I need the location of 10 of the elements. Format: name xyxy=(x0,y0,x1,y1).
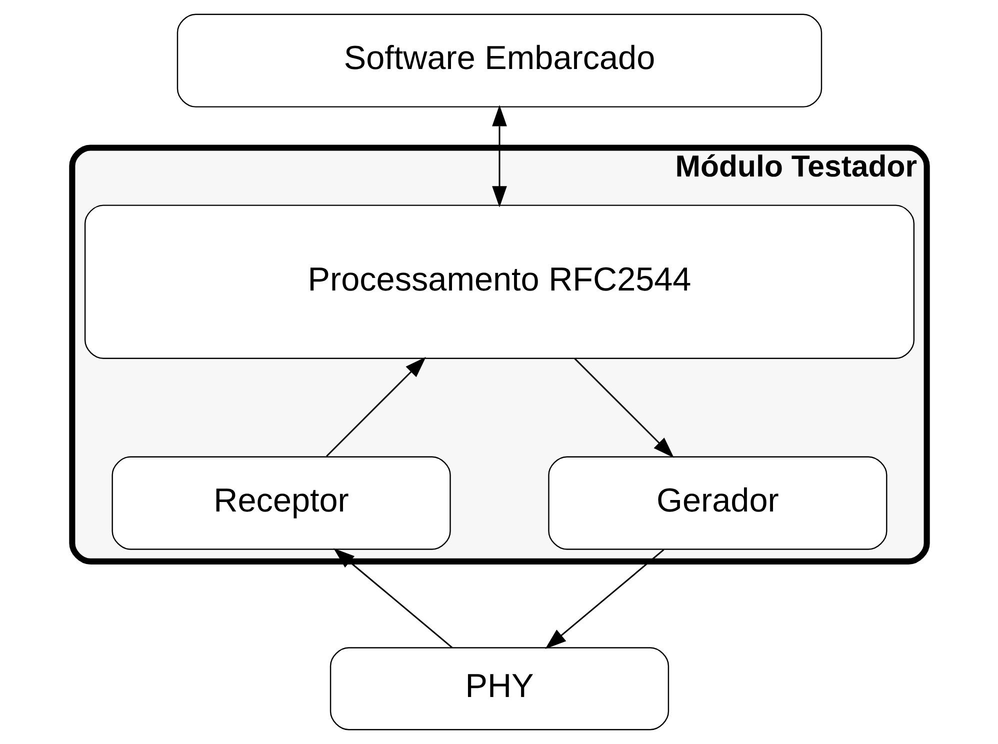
node-box: PHY xyxy=(329,647,669,730)
node-box: Receptor xyxy=(111,456,450,550)
arrow xyxy=(326,356,426,457)
arrow xyxy=(492,105,506,208)
node-box: Processamento RFC2544 xyxy=(84,204,914,359)
node-box: Gerador xyxy=(548,456,887,550)
arrow xyxy=(544,549,664,649)
arrow xyxy=(574,358,674,458)
node-box: Software Embarcado xyxy=(176,14,822,108)
arrow xyxy=(332,548,452,648)
